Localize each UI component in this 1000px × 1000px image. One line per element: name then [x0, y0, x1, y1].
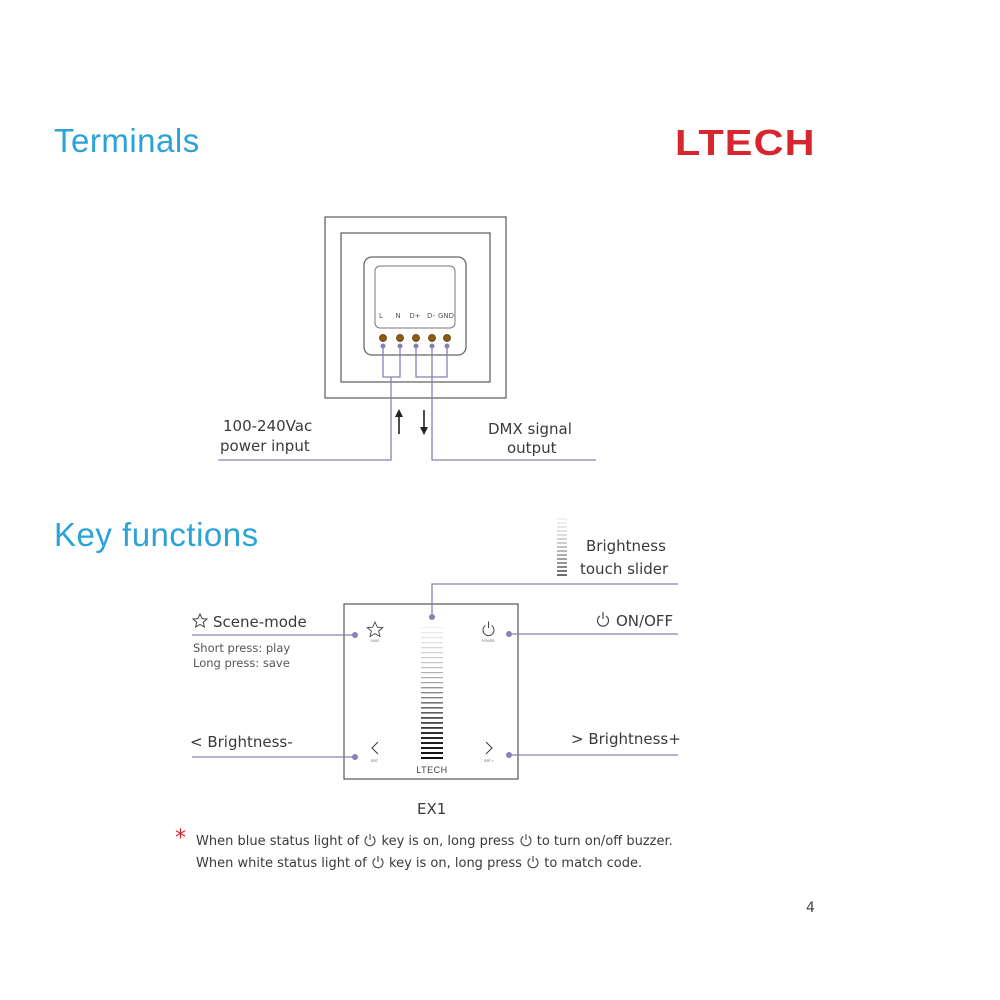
brightness-plus-label: > Brightness+ — [571, 730, 681, 748]
model-label: EX1 — [417, 800, 447, 818]
pin-label-dminus: D- — [427, 312, 435, 320]
panel-slider-bars — [421, 627, 443, 759]
panel-power-caption: POWER — [482, 639, 496, 643]
key-functions-title: Key functions — [54, 516, 259, 553]
panel-scene-caption: SAVE — [370, 639, 379, 643]
panel-logo: LTECH — [416, 765, 447, 775]
panel-star-icon — [366, 620, 384, 638]
brightness-slider-line2: touch slider — [580, 560, 669, 578]
ltech-logo: LTECH — [675, 122, 816, 163]
power-input-line2: power input — [220, 437, 310, 455]
flow-arrows — [395, 409, 428, 435]
power-input-line1: 100-240Vac — [223, 417, 313, 435]
brightness-minus-label: < Brightness- — [190, 733, 293, 751]
onoff-label: ON/OFF — [616, 612, 674, 630]
note2-part-a: When white status light of — [196, 856, 367, 871]
panel-power-icon — [482, 621, 495, 637]
brightness-slider-line1: Brightness — [586, 537, 666, 555]
onoff-power-icon — [596, 612, 610, 627]
terminal-module-face — [374, 265, 456, 329]
short-press-label: Short press: play — [193, 641, 291, 655]
note2-part-c: to match code. — [544, 856, 643, 871]
pin-label-dplus: D+ — [409, 312, 420, 320]
note-line-2: When white status light of key is on, lo… — [196, 855, 642, 871]
dmx-output-line2: output — [507, 439, 557, 457]
pin-label-n: N — [395, 312, 400, 320]
pin-label-l: L — [379, 312, 383, 320]
page-number: 4 — [806, 900, 815, 916]
dmx-output-line1: DMX signal — [488, 420, 572, 438]
note-line-1: When blue status light of key is on, lon… — [196, 833, 673, 849]
scene-star-icon — [191, 612, 209, 629]
panel-left-caption: BRT- — [371, 759, 379, 763]
panel-right-caption: BRT+ — [484, 759, 494, 763]
note1-part-a: When blue status light of — [196, 834, 360, 849]
power-icon — [364, 834, 376, 847]
note2-part-b: key is on, long press — [389, 856, 522, 871]
key-leader-lines — [192, 583, 678, 758]
pin-label-gnd: GND — [438, 312, 454, 320]
long-press-label: Long press: save — [193, 656, 290, 670]
terminals-title: Terminals — [54, 122, 200, 159]
slider-gradient-icon — [557, 518, 567, 576]
key-leader-dots — [352, 614, 512, 760]
terminal-wiring — [218, 346, 596, 461]
scene-mode-label: Scene-mode — [213, 613, 307, 631]
power-icon — [527, 856, 539, 869]
power-icon — [520, 834, 532, 847]
panel-chevron-right-icon — [485, 741, 493, 755]
note-asterisk: * — [175, 826, 186, 851]
note1-part-b: key is on, long press — [381, 834, 515, 849]
note1-part-c: to turn on/off buzzer. — [536, 834, 673, 849]
screw-terminals — [379, 334, 451, 342]
panel-chevron-left-icon — [371, 741, 379, 755]
power-icon — [372, 856, 384, 869]
